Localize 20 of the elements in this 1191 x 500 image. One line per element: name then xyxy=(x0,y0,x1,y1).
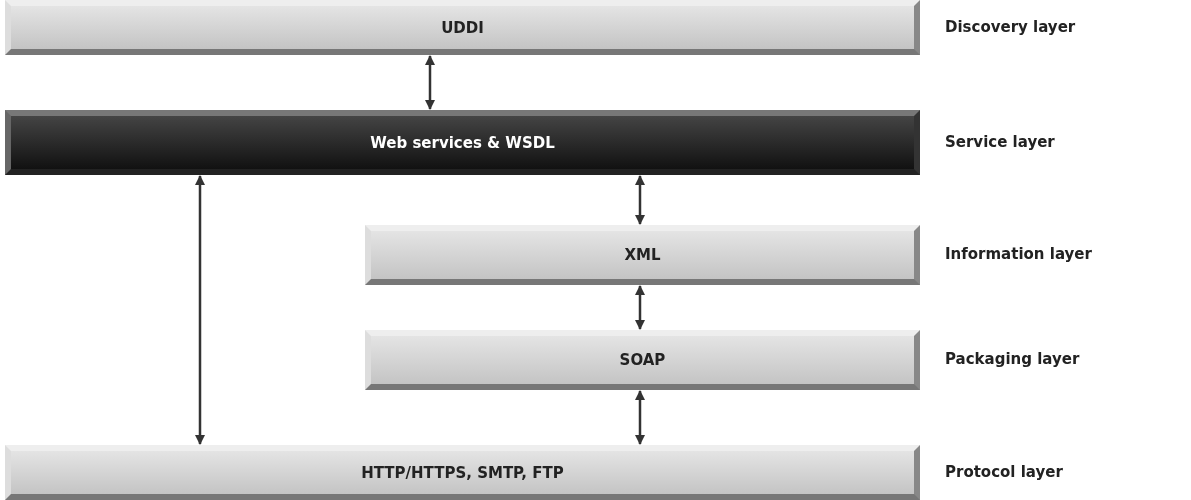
layer-name: SOAP xyxy=(619,351,666,369)
layer-name: UDDI xyxy=(441,18,484,37)
layer-label: Discovery layer xyxy=(945,17,1076,36)
layer-label: Information layer xyxy=(945,245,1092,263)
layer-name: HTTP/HTTPS, SMTP, FTP xyxy=(361,463,564,482)
double-arrow xyxy=(635,390,645,445)
layer-bar xyxy=(365,225,920,285)
double-arrow xyxy=(635,175,645,225)
layer-label: Protocol layer xyxy=(945,462,1063,481)
layer-name: Web services & WSDL xyxy=(370,133,555,152)
layer-bar xyxy=(5,110,920,175)
double-arrow xyxy=(635,285,645,330)
layer-label: Service layer xyxy=(945,132,1055,151)
layer-bar xyxy=(5,445,920,500)
double-arrow xyxy=(425,55,435,110)
layer-name: XML xyxy=(624,246,661,264)
layer-bar xyxy=(5,0,920,55)
layer-label: Packaging layer xyxy=(945,350,1080,368)
double-arrow xyxy=(195,175,205,445)
layer-bar xyxy=(365,330,920,390)
